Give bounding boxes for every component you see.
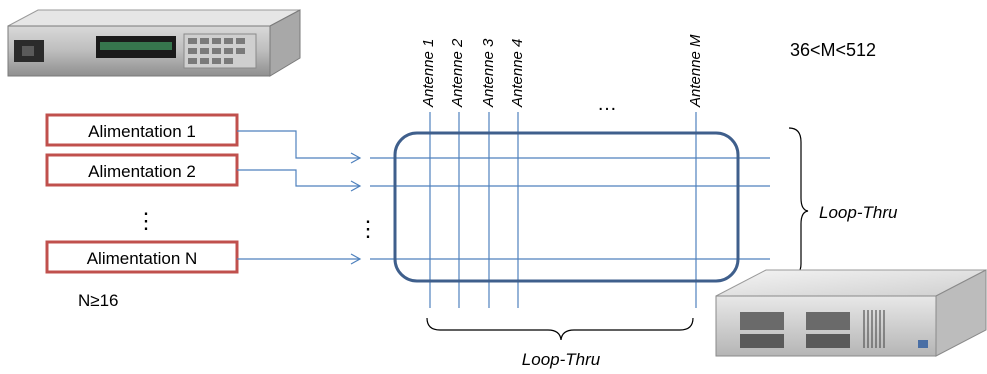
supply-count-label: N≥16 (78, 291, 119, 310)
antenna-label-1: Antenne 1 (420, 39, 437, 108)
loop-thru-right-label: Loop-Thru (819, 203, 898, 222)
arrow-head-1 (350, 152, 362, 164)
loop-thru-bottom-label: Loop-Thru (522, 350, 601, 369)
bottom-bracket (426, 317, 694, 341)
matrix-frame (393, 131, 740, 283)
arrow-head-2 (350, 180, 362, 192)
matrix-grid (370, 112, 770, 308)
supply-box-2: Alimentation 2 (45, 153, 239, 187)
switch-matrix-device (715, 269, 987, 357)
arrow-head-n (350, 253, 362, 265)
antenna-label-4: Antenne 4 (509, 39, 526, 108)
antenna-label-3: Antenne 3 (480, 38, 497, 108)
supply-box-1: Alimentation 1 (45, 113, 239, 147)
supply-connections (237, 130, 362, 265)
antenna-ellipsis: … (597, 93, 617, 115)
antenna-label-2: Antenne 2 (449, 38, 466, 108)
connection-line-2 (237, 169, 360, 187)
antenna-label-m: Antenne M (687, 34, 704, 108)
row-ellipsis: ⋮ (357, 216, 379, 241)
supply-ellipsis: ⋮ (135, 208, 157, 233)
power-supply-device (7, 9, 301, 77)
connection-line-1 (237, 130, 360, 159)
right-bracket (788, 127, 809, 277)
supply-box-n: Alimentation N (45, 240, 239, 274)
supply-label-1: Alimentation 1 (88, 122, 196, 141)
supply-label-n: Alimentation N (87, 249, 198, 268)
supply-label-2: Alimentation 2 (88, 162, 196, 181)
antenna-count-label: 36<M<512 (790, 40, 876, 60)
